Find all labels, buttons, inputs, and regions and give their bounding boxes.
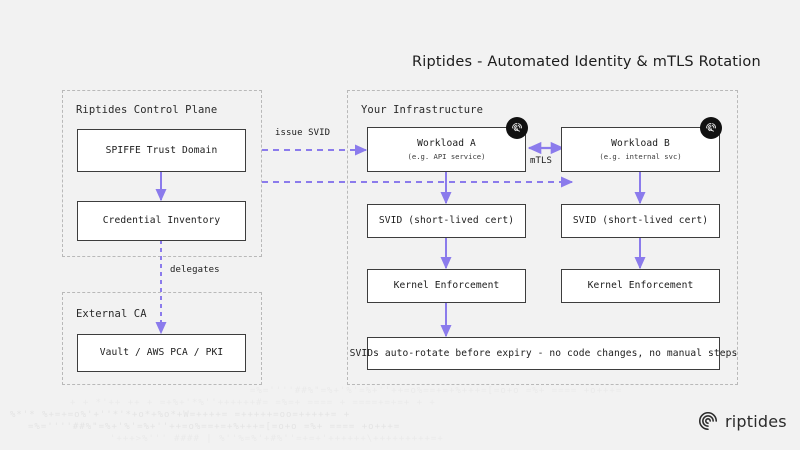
node-vault-pki[interactable]: Vault / AWS PCA / PKI xyxy=(77,334,246,372)
node-title: Vault / AWS PCA / PKI xyxy=(99,347,224,358)
node-title: SVID (short-lived cert) xyxy=(572,215,709,226)
node-title: Kernel Enforcement xyxy=(587,280,694,291)
fingerprint-icon xyxy=(506,117,528,139)
node-spiffe-trust-domain[interactable]: SPIFFE Trust Domain xyxy=(77,129,246,172)
fingerprint-icon xyxy=(700,117,722,139)
watermark-row: + + *'++ ++ + =+%+'*%''++++++#= =%=+ ===… xyxy=(70,398,436,408)
panel-your-infrastructure-label: Your Infrastructure xyxy=(361,104,484,116)
node-title: Workload A xyxy=(417,137,476,149)
node-title: SVIDs auto-rotate before expiry - no cod… xyxy=(349,347,738,359)
watermark-row: %*'* %+=+=o%'+''*'*+o*+%o*+W=++++= =++++… xyxy=(10,410,351,420)
riptides-spiral-icon xyxy=(699,412,718,431)
node-credential-inventory[interactable]: Credential Inventory xyxy=(77,201,246,241)
node-workload-b[interactable]: Workload B (e.g. internal svc) xyxy=(561,127,720,172)
node-rotation-banner[interactable]: SVIDs auto-rotate before expiry - no cod… xyxy=(350,337,737,370)
node-workload-a[interactable]: Workload A (e.g. API service) xyxy=(367,127,526,172)
edge-label-delegates: delegates xyxy=(170,265,220,275)
node-title: SVID (short-lived cert) xyxy=(378,215,515,226)
node-kernel-enforcement-b[interactable]: Kernel Enforcement xyxy=(561,269,720,303)
panel-control-plane xyxy=(62,90,262,257)
node-title: SPIFFE Trust Domain xyxy=(105,144,218,156)
node-kernel-enforcement-a[interactable]: Kernel Enforcement xyxy=(367,269,526,303)
watermark-row: '+++>%''' #### | %''%=%'+#%''=+=+'++++++… xyxy=(110,434,444,444)
node-title: Kernel Enforcement xyxy=(393,280,500,291)
diagram-title: Riptides - Automated Identity & mTLS Rot… xyxy=(412,54,761,70)
panel-external-ca-label: External CA xyxy=(76,308,147,320)
node-subtitle: (e.g. API service) xyxy=(407,151,486,161)
node-svid-b[interactable]: SVID (short-lived cert) xyxy=(561,204,720,238)
node-title: Workload B xyxy=(611,137,670,149)
watermark-row: =%=''''##%"=%+'%'=%+''++=o%==+=+%+++=[=o… xyxy=(250,386,623,396)
watermark-row: =%=''''##%"=%+'%'=%+''++=o%==+=+%+++=[=o… xyxy=(28,422,401,432)
node-title: Credential Inventory xyxy=(102,215,221,226)
brand-name: riptides xyxy=(725,411,787,431)
edge-label-issue-svid: issue SVID xyxy=(275,128,331,138)
brand-logo: riptides xyxy=(697,410,787,432)
panel-external-ca xyxy=(62,292,262,385)
edge-label-mtls: mTLS xyxy=(530,156,553,166)
panel-your-infrastructure xyxy=(347,90,738,385)
node-subtitle: (e.g. internal svc) xyxy=(599,151,682,161)
panel-control-plane-label: Riptides Control Plane xyxy=(76,104,218,116)
node-svid-a[interactable]: SVID (short-lived cert) xyxy=(367,204,526,238)
